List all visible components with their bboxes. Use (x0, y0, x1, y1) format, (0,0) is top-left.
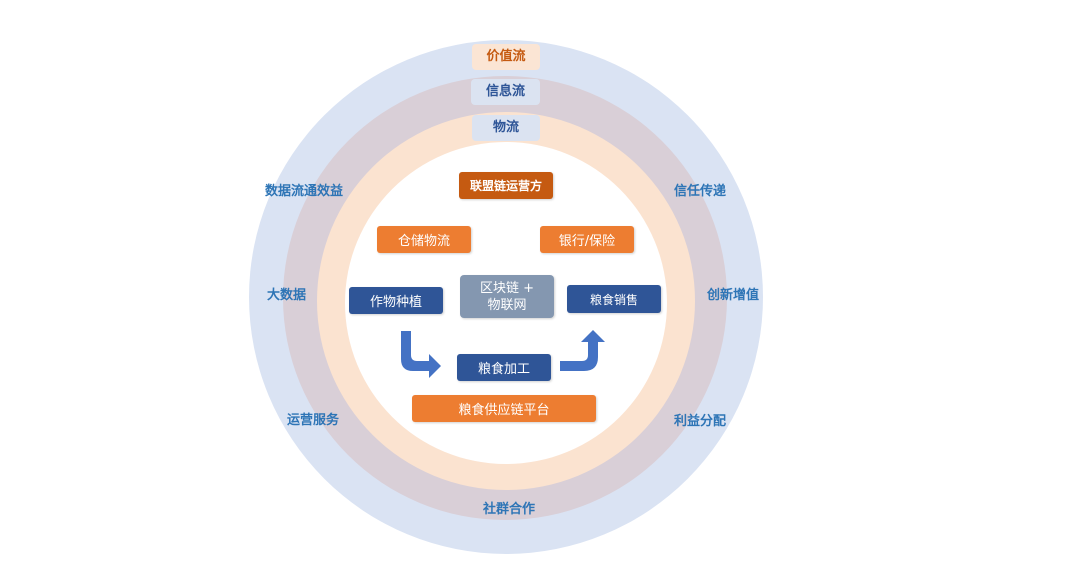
value-flow-tag: 价值流 (472, 44, 540, 70)
label-data-benefit: 数据流通效益 (265, 184, 344, 199)
consortium-operator-box: 联盟链运营方 (459, 172, 553, 199)
label-community: 社群合作 (483, 502, 536, 517)
label-innovation: 创新增值 (707, 288, 760, 303)
grain-sales-box: 粮食销售 (567, 285, 661, 313)
warehouse-logistics-box: 仓储物流 (377, 226, 471, 253)
blockchain-line-1: 区块链 + (479, 280, 535, 296)
label-operation-service: 运营服务 (287, 413, 340, 428)
label-big-data: 大数据 (267, 288, 307, 303)
grain-processing-box: 粮食加工 (457, 354, 551, 381)
curved-right-up-arrow-icon (560, 330, 605, 371)
supply-chain-platform-box: 粮食供应链平台 (412, 395, 596, 422)
info-flow-tag: 信息流 (471, 79, 540, 105)
blockchain-line-2: 物联网 (487, 297, 527, 313)
label-trust: 信任传递 (674, 184, 727, 199)
label-profit: 利益分配 (674, 414, 727, 429)
logistics-flow-tag: 物流 (472, 115, 540, 141)
blockchain-iot-box: 区块链 + 物联网 (460, 275, 554, 318)
bank-insurance-box: 银行/保险 (540, 226, 634, 253)
crop-planting-box: 作物种植 (349, 287, 443, 314)
curved-down-right-arrow-icon (401, 331, 441, 378)
